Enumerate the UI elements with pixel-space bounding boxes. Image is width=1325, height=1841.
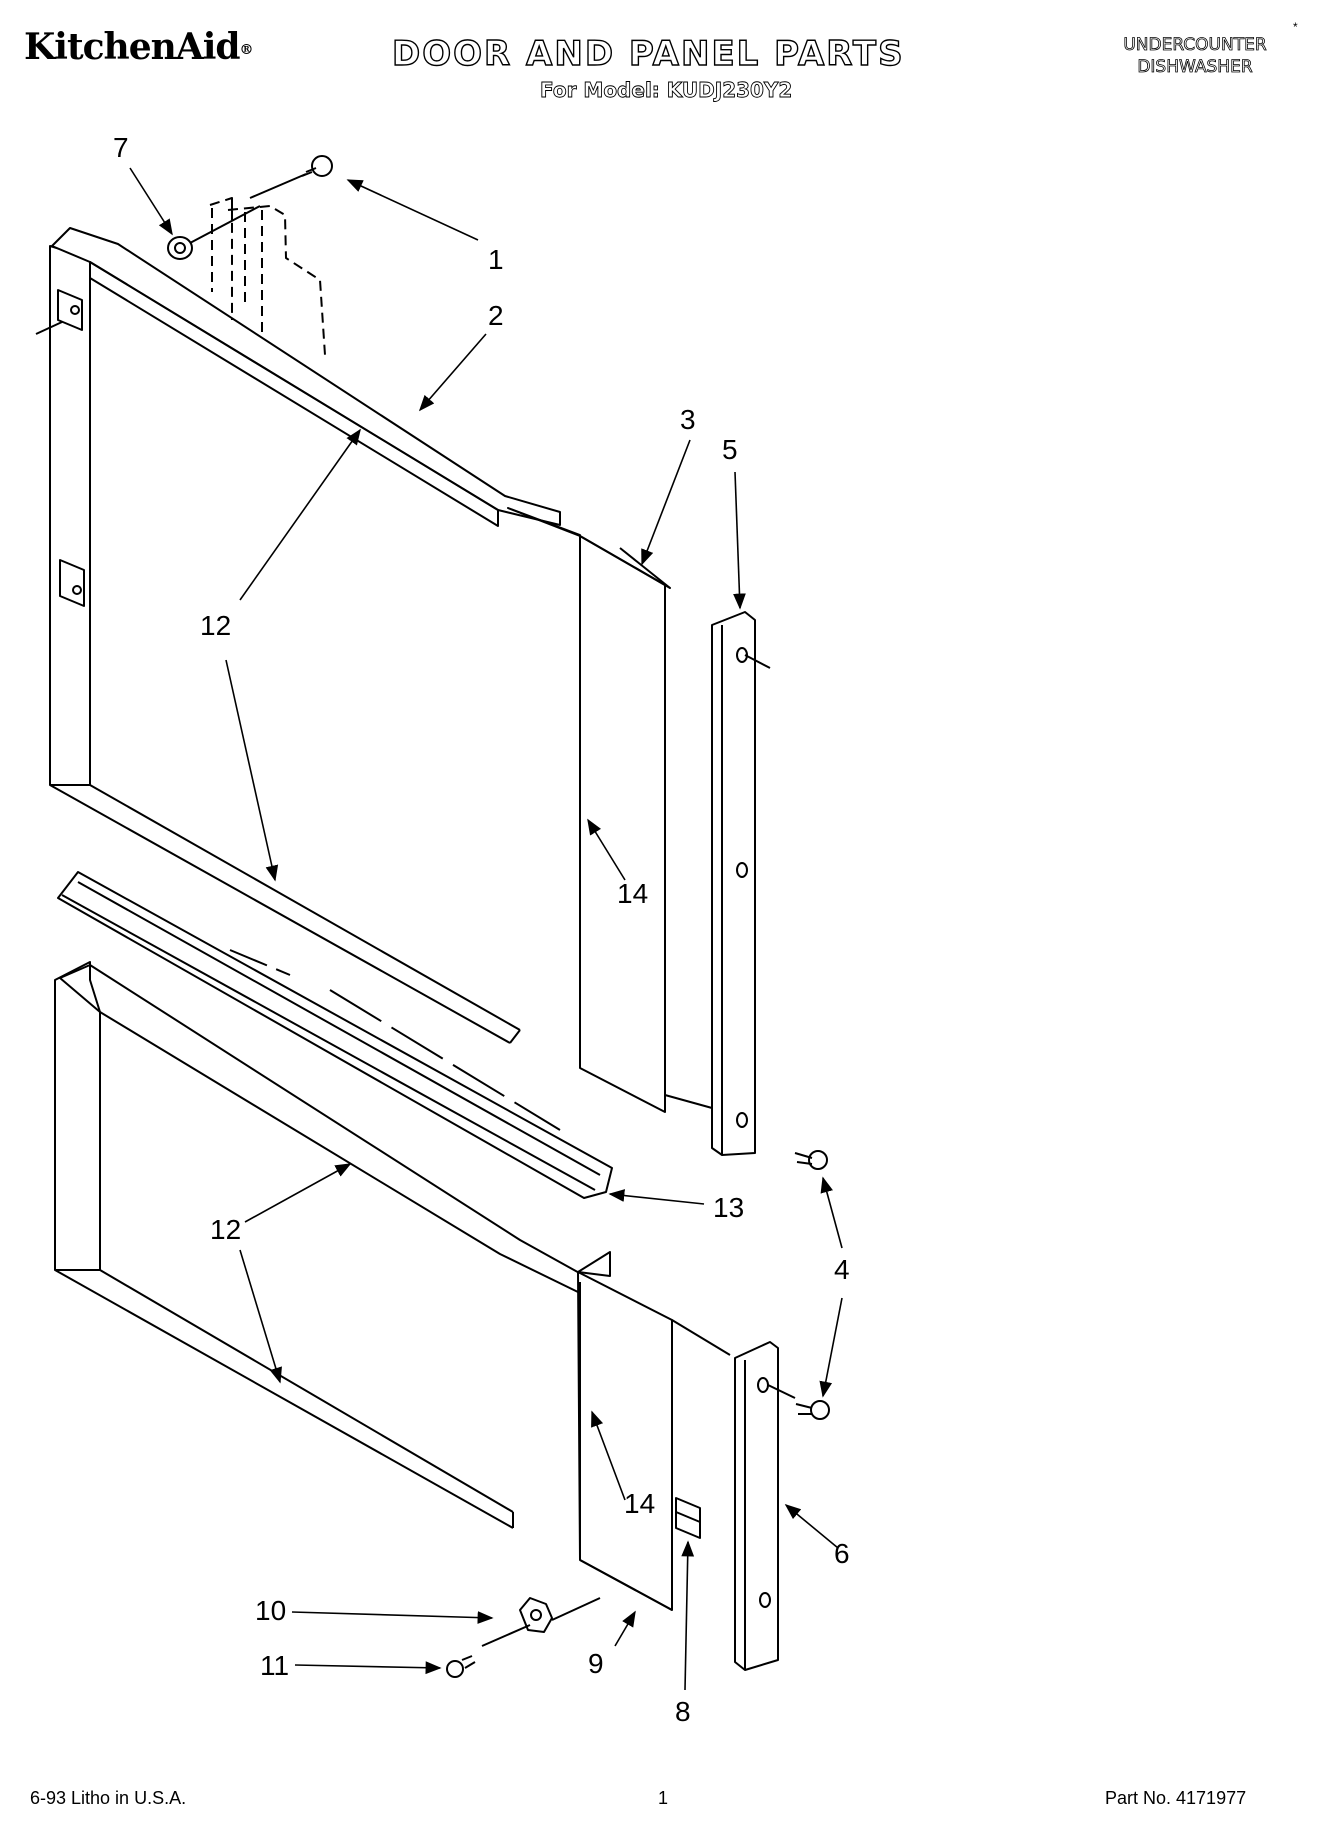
inner-panel-lower [577,1251,731,1611]
callout-12-upper: 12 [200,610,232,641]
bumper-part-7 [167,205,261,260]
footer-print-info: 6-93 Litho in U.S.A. [30,1788,187,1808]
callout-1: 1 [488,244,504,275]
product-type: UNDERCOUNTER DISHWASHER [1100,34,1290,78]
callout-14-lower: 14 [624,1488,656,1519]
callout-8: 8 [675,1696,691,1727]
screw-part-11 [446,1655,476,1678]
brand-logo: KitchenAid® [24,26,254,68]
brand-registered-mark: ® [239,42,254,58]
callout-10: 10 [255,1595,287,1626]
callout-3: 3 [680,404,696,435]
vent-trim-strip [57,871,613,1199]
callout-6: 6 [834,1538,850,1569]
screw-part-1 [249,155,333,199]
callout-14-upper: 14 [617,878,649,909]
upper-door-panel [35,197,561,1044]
callout-12-lower: 12 [210,1214,242,1245]
screw-part-4-lower [795,1400,830,1420]
callout-9: 9 [588,1648,604,1679]
side-trim-lower [734,1341,796,1671]
side-trim-upper [664,611,771,1156]
inner-panel-upper [507,507,671,1113]
brand-name: KitchenAid [24,26,241,68]
corner-mark: * [1293,20,1298,34]
footer-page-number: 1 [658,1788,669,1808]
callout-11: 11 [260,1650,290,1681]
callout-13: 13 [713,1192,745,1223]
leader-arrows [129,167,843,1691]
callout-5: 5 [722,434,738,465]
callout-7: 7 [113,132,129,163]
callout-2: 2 [488,300,504,331]
callout-4: 4 [834,1254,850,1285]
product-type-line2: DISHWASHER [1137,57,1253,78]
page-title: DOOR AND PANEL PARTS [391,33,905,74]
footer-part-number: Part No. 4171977 [1105,1788,1247,1808]
product-type-line1: UNDERCOUNTER [1123,35,1267,56]
screw-part-4-upper [794,1150,828,1170]
nut-part-10 [481,1597,601,1647]
model-number: For Model: KUDJ230Y2 [540,78,793,103]
latch-bracket [675,1497,701,1539]
